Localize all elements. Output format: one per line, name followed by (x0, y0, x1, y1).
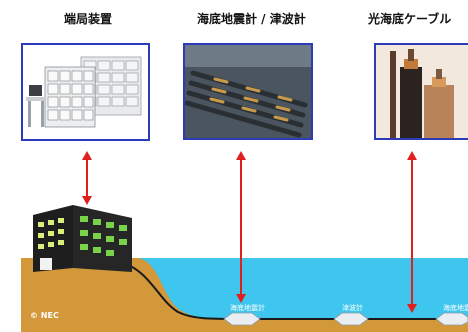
submarine-cable (119, 261, 468, 320)
terminal-racks-image (23, 45, 148, 139)
seismometer-tsunami-photo (183, 43, 313, 140)
sensor-unit-seismometer (223, 312, 261, 326)
sensor-unit-tsunami (333, 312, 369, 326)
sea-area (138, 258, 468, 330)
terminal-station-building (33, 205, 132, 272)
cable-cross-section-image (376, 45, 468, 138)
title-terminal-equipment: 端局装置 (64, 12, 113, 26)
copyright-mark: © NEC (30, 311, 59, 320)
seabed-ground (21, 258, 468, 332)
sensor-unit-right (435, 312, 468, 326)
title-seismometer-tsunami: 海底地震計 / 津波計 (197, 12, 306, 26)
label-right-sensor: 海底地震 (443, 304, 468, 312)
terminal-equipment-photo (21, 43, 150, 141)
seismometer-image (185, 45, 311, 138)
optical-cable-photo (374, 43, 468, 140)
label-tsunami: 津波計 (342, 304, 363, 312)
label-seismometer: 海底地震計 (230, 304, 265, 312)
title-optical-cable: 光海底ケーブル (368, 12, 452, 26)
